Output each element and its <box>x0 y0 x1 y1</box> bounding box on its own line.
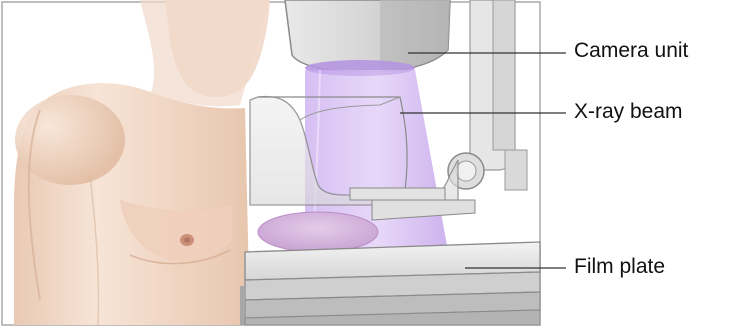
xray-beam-label: X-ray beam <box>574 101 683 122</box>
film-plate-label: Film plate <box>574 256 665 277</box>
compressed-breast <box>258 212 378 252</box>
camera-unit-label: Camera unit <box>574 40 688 61</box>
